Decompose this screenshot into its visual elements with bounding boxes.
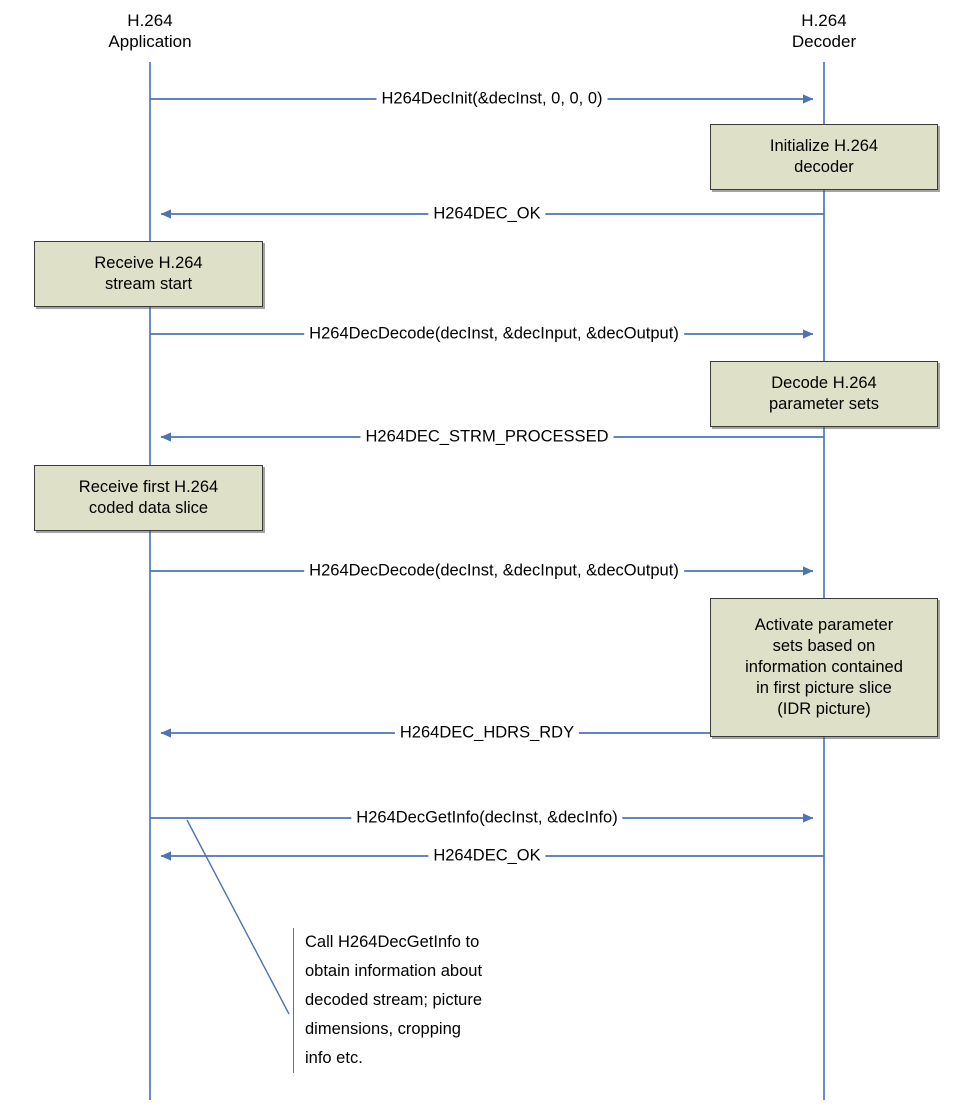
note-leader-line-n1 <box>186 819 290 1015</box>
annotation-note-n1: Call H264DecGetInfo to obtain informatio… <box>293 928 555 1073</box>
action-box-b2: Receive H.264 stream start <box>34 241 263 307</box>
note-leader-lines-group <box>186 819 290 1015</box>
action-box-label: Initialize H.264 decoder <box>769 137 879 176</box>
action-box-label: Activate parameter sets based on informa… <box>745 616 903 718</box>
message-label-m7: H264DecGetInfo(decInst, &decInfo) <box>351 808 623 828</box>
message-label-m5: H264DecDecode(decInst, &decInput, &decOu… <box>304 561 684 581</box>
action-box-b3: Decode H.264 parameter sets <box>710 361 938 427</box>
action-box-label: Receive H.264 stream start <box>94 254 203 293</box>
lifeline-header-application: H.264 Application <box>108 11 192 51</box>
message-label-m1: H264DecInit(&decInst, 0, 0, 0) <box>376 89 608 109</box>
action-box-b1: Initialize H.264 decoder <box>710 124 938 190</box>
action-box-b5: Activate parameter sets based on informa… <box>710 598 938 737</box>
action-box-label: Receive first H.264 coded data slice <box>78 478 219 517</box>
message-label-m4: H264DEC_STRM_PROCESSED <box>360 427 614 447</box>
message-label-m8: H264DEC_OK <box>428 846 546 866</box>
message-label-m6: H264DEC_HDRS_RDY <box>394 723 580 743</box>
message-label-m3: H264DecDecode(decInst, &decInput, &decOu… <box>304 324 684 344</box>
action-box-b4: Receive first H.264 coded data slice <box>34 465 263 531</box>
action-box-label: Decode H.264 parameter sets <box>768 374 880 413</box>
lifelines-group <box>149 62 825 1100</box>
lifeline-header-decoder: H.264 Decoder <box>791 11 857 51</box>
message-label-m2: H264DEC_OK <box>428 204 546 224</box>
